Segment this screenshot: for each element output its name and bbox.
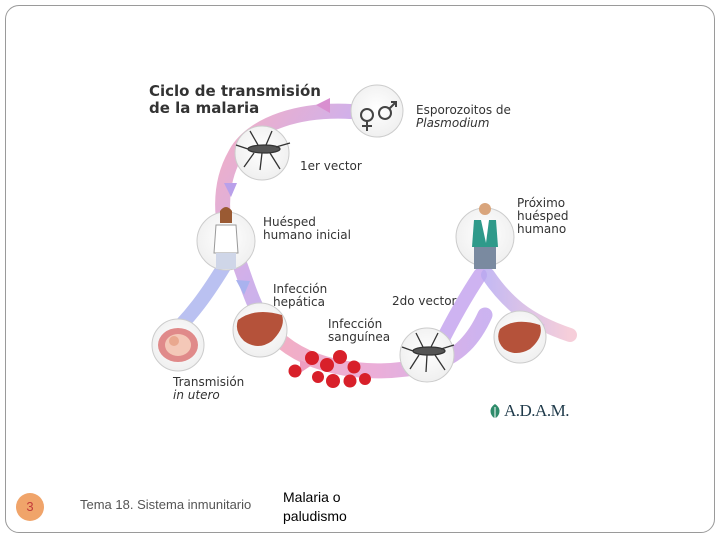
blood-infection-label: Infección sanguínea <box>328 318 390 344</box>
liver-icon <box>498 321 541 353</box>
blood-infection-label-line1: Infección <box>328 317 383 331</box>
in-utero-label: Transmisión in utero <box>173 376 244 402</box>
first-vector-label: 1er vector <box>300 159 362 173</box>
sporozoites-label-line1: Esporozoitos de <box>416 103 511 117</box>
liver-infection-label-line2: hepática <box>273 295 325 309</box>
blood-cells-icon <box>288 350 371 388</box>
fetus-node <box>151 318 205 372</box>
arrow-head-lower <box>300 360 312 373</box>
slide-topic-footer: Malaria o paludismo <box>283 489 347 524</box>
arrow-head-left <box>224 183 237 197</box>
liver-infection-label-line1: Infección <box>273 282 328 296</box>
sporozoites-node <box>350 84 404 138</box>
second-vector-label: 2do vector <box>392 294 457 308</box>
diagram-title-line1: Ciclo de transmisión <box>149 82 321 100</box>
female-symbol-icon <box>360 108 374 131</box>
initial-host-label-line2: humano inicial <box>263 228 351 242</box>
arrow-head-liver <box>236 280 250 295</box>
liver-icon <box>236 311 283 346</box>
liver-node-right <box>493 310 547 364</box>
first-vector-node <box>234 125 291 181</box>
course-topic-footer: Tema 18. Sistema inmunitario <box>80 497 252 512</box>
adam-credit: A.D.A.M. <box>504 401 569 420</box>
fetus-icon <box>158 328 198 362</box>
cycle-artwork <box>151 84 577 388</box>
initial-host-label-line1: Huésped <box>263 215 316 229</box>
adam-leaf-icon <box>490 404 500 418</box>
second-vector-node <box>399 327 455 383</box>
in-utero-label-line2: in utero <box>173 388 220 402</box>
diagram-title: Ciclo de transmisión de la malaria <box>149 83 321 117</box>
malaria-cycle-diagram: Ciclo de transmisión de la malaria Espor… <box>140 75 580 425</box>
next-host-label: Próximo huésped humano <box>517 197 568 236</box>
in-utero-label-line1: Transmisión <box>173 375 245 389</box>
cycle-arc-right <box>481 268 577 342</box>
diagram-title-line2: de la malaria <box>149 99 260 117</box>
slide-number-badge: 3 <box>16 493 44 521</box>
sporozoites-label: Esporozoitos de Plasmodium <box>416 104 511 130</box>
woman-figure-icon <box>213 207 239 269</box>
next-host-label-line3: humano <box>517 222 567 236</box>
male-symbol-icon <box>378 101 397 120</box>
initial-host-node <box>196 207 256 271</box>
next-host-node <box>455 203 515 269</box>
next-host-label-line1: Próximo <box>517 196 566 210</box>
liver-node <box>232 302 288 358</box>
man-figure-icon <box>472 203 498 269</box>
blood-infection-label-line2: sanguínea <box>328 330 391 344</box>
mosquito-icon <box>235 130 291 171</box>
arrow-head-top <box>316 98 330 113</box>
next-host-label-line2: huésped <box>517 209 569 223</box>
liver-infection-label: Infección hepática <box>273 283 327 309</box>
mosquito-icon <box>401 332 455 373</box>
sporozoites-label-line2: Plasmodium <box>416 116 490 130</box>
initial-host-label: Huésped humano inicial <box>263 216 351 242</box>
